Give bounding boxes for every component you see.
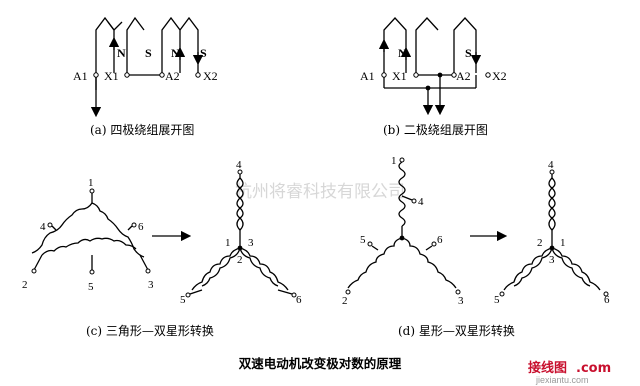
node-2-c: 2 xyxy=(22,279,28,291)
site-logo: 接线图 .com jiexiantu.com xyxy=(528,360,611,385)
caption-c: (c) 三角形—双星形转换 xyxy=(86,323,214,338)
winding-diagram-b xyxy=(378,17,482,116)
node-1-c: 1 xyxy=(88,177,94,189)
caption-b: (b) 二极绕组展开图 xyxy=(383,123,488,137)
terminal-x1-b: X1 xyxy=(392,69,407,83)
delta-connection-c xyxy=(31,193,149,272)
terminal-a2-b: A2 xyxy=(456,69,471,83)
double-star-d xyxy=(503,174,601,291)
node-2-d: 2 xyxy=(342,295,348,307)
node-6-ds: 6 xyxy=(604,294,610,306)
node-6-d: 6 xyxy=(437,234,443,246)
pole-s-a2: S xyxy=(200,46,207,60)
node-5-cs: 5 xyxy=(180,294,186,306)
node-2-ds: 2 xyxy=(537,237,543,249)
logo-url: jiexiantu.com xyxy=(535,375,589,385)
logo-com: .com xyxy=(576,361,611,376)
terminal-a1-b: A1 xyxy=(360,69,375,83)
node-5-d: 5 xyxy=(360,234,366,246)
node-2-cs: 2 xyxy=(237,254,243,266)
terminal-x2-a: X2 xyxy=(203,69,218,83)
caption-d: (d) 星形—双星形转换 xyxy=(398,323,515,338)
node-4-ds: 4 xyxy=(548,159,554,171)
pole-n-b: N xyxy=(398,46,407,60)
node-1-d: 1 xyxy=(391,155,397,167)
pole-n-a2: N xyxy=(171,46,180,60)
node-3-d: 3 xyxy=(458,295,464,307)
terminal-x1-a: X1 xyxy=(104,69,119,83)
node-5-c: 5 xyxy=(88,281,94,293)
figure-title: 双速电动机改变极对数的原理 xyxy=(238,356,402,371)
logo-text: 接线图 xyxy=(528,360,567,376)
node-6-cs: 6 xyxy=(296,294,302,306)
node-1-cs: 1 xyxy=(225,237,231,249)
node-6-c: 6 xyxy=(138,221,144,233)
caption-a: (a) 四极绕组展开图 xyxy=(90,123,194,137)
star-connection-d xyxy=(347,161,457,289)
double-star-c xyxy=(189,174,293,295)
winding-diagram-a xyxy=(90,16,204,118)
node-5-ds: 5 xyxy=(494,294,500,306)
node-4-cs: 4 xyxy=(236,159,242,171)
node-4-c: 4 xyxy=(40,221,46,233)
terminal-a1-a: A1 xyxy=(73,69,88,83)
pole-s-b: S xyxy=(465,46,472,60)
node-4-d: 4 xyxy=(418,196,424,208)
node-3-c: 3 xyxy=(148,279,154,291)
watermark: 杭州将睿科技有限公司 xyxy=(235,182,405,202)
terminal-a2-a: A2 xyxy=(165,69,180,83)
terminal-x2-b: X2 xyxy=(492,69,507,83)
node-3-cs: 3 xyxy=(248,237,254,249)
pole-s-a1: S xyxy=(145,46,152,60)
node-1-ds: 1 xyxy=(560,237,566,249)
node-3-ds: 3 xyxy=(549,254,555,266)
pole-n-a1: N xyxy=(117,46,126,60)
